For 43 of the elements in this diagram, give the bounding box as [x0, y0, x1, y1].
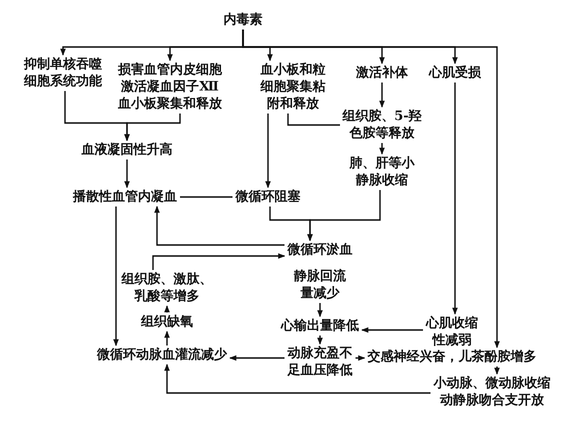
arrow [242, 30, 500, 348]
arrow [379, 143, 385, 155]
arrow [361, 327, 423, 333]
flow-step: 小动脉、微动脉收缩动静脉吻合支开放 [432, 375, 552, 409]
flow-step: 心肌收缩性减弱 [425, 315, 479, 349]
arrow [317, 303, 323, 318]
arrow [379, 82, 385, 108]
arrow [229, 355, 284, 361]
flow-step: 内毒素 [222, 12, 264, 28]
flow-step: 交感神经兴奋，儿茶酚胺增多 [366, 348, 538, 366]
flow-step: 微循环淤血 [286, 242, 354, 258]
flow-step: 微循环阻塞 [234, 188, 302, 206]
flow-step: 心肌受损 [428, 64, 482, 82]
connector-line [180, 196, 232, 198]
arrow [152, 253, 286, 270]
flow-step: 播散性血管内凝血 [72, 188, 178, 206]
flow-step: 静脉回流量减少 [293, 268, 347, 302]
connector-line [287, 114, 340, 126]
flow-step: 组织胺、激肽、乳酸等增多 [120, 271, 214, 305]
arrow [265, 114, 271, 188]
flow-step: 血液凝固性升高 [80, 142, 174, 158]
flow-step: 激活补体 [355, 64, 409, 82]
flow-step: 血小板和粒细胞聚集粘附和释放 [260, 62, 326, 112]
flow-step: 组织缺氧 [140, 314, 194, 330]
flow-step: 微循环动脉血灌流减少 [96, 346, 228, 364]
arrow [317, 336, 323, 345]
arrow [154, 206, 284, 246]
arrow [494, 366, 500, 375]
arrow [113, 206, 119, 346]
flow-step: 肺、肝等小静脉收缩 [348, 155, 416, 189]
flow-step: 损害血管内皮细胞激活凝血因子Ⅻ血小板聚集和释放 [117, 62, 223, 112]
arrow [164, 364, 430, 394]
arrow [124, 114, 181, 142]
arrow [124, 160, 130, 188]
flow-step: 动脉充盈不足血压降低 [286, 345, 354, 379]
flow-step: 心输出量降低 [280, 318, 360, 334]
flow-step: 组织胺、5-羟色胺等释放 [342, 108, 422, 142]
arrow [307, 190, 381, 242]
arrow [164, 305, 170, 312]
arrow [452, 82, 458, 315]
flow-step: 抑制单核吞噬细胞系统功能 [23, 56, 103, 90]
arrow [356, 355, 366, 361]
arrow [164, 330, 170, 346]
